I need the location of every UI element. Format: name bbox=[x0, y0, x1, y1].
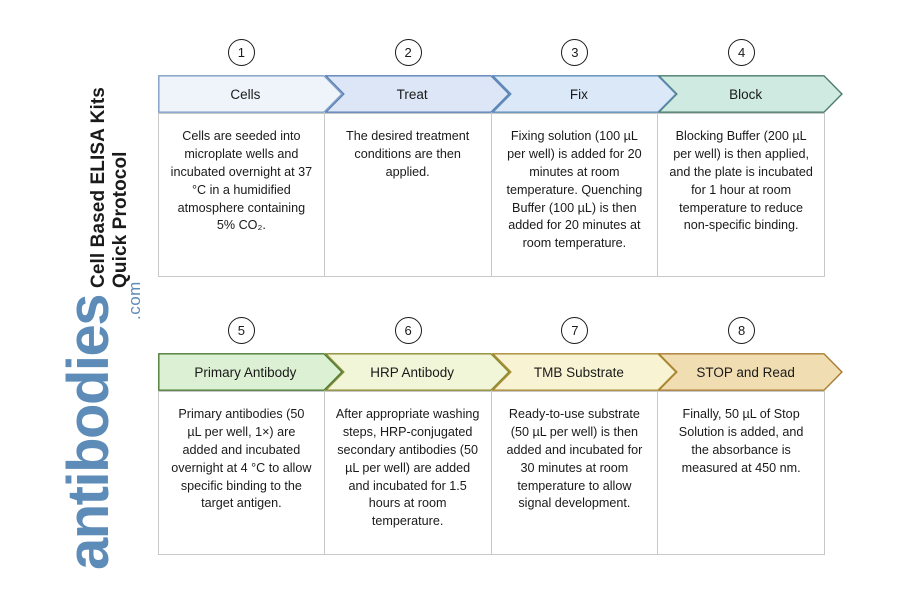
step-label-8: STOP and Read bbox=[696, 364, 795, 380]
chevron-shape bbox=[158, 75, 343, 113]
step-number-badge-5: 5 bbox=[227, 317, 255, 344]
step-number-text: 8 bbox=[738, 323, 746, 338]
step-label-3: Fix bbox=[569, 86, 588, 102]
chevron-shape bbox=[324, 353, 510, 391]
step-number-badge-4: 4 bbox=[728, 39, 756, 66]
step-chevron-5[interactable]: Primary Antibody bbox=[158, 353, 343, 391]
page-title-line-2: Quick Protocol bbox=[110, 151, 131, 288]
step-chevron-2[interactable]: Treat bbox=[324, 75, 510, 113]
step-description-text-2: The desired treatment conditions are the… bbox=[346, 129, 470, 179]
step-number-badge-3: 3 bbox=[561, 39, 589, 66]
step-number-badge-8: 8 bbox=[728, 317, 756, 344]
step-description-panel-3: Fixing solution (100 µL per well) is add… bbox=[491, 113, 659, 277]
step-chevron-7[interactable]: TMB Substrate bbox=[491, 353, 677, 391]
step-description-text-3: Fixing solution (100 µL per well) is add… bbox=[506, 129, 643, 251]
step-description-text-4: Blocking Buffer (200 µL per well) is the… bbox=[669, 129, 813, 233]
chevron-shape bbox=[658, 353, 843, 391]
step-number-text: 3 bbox=[571, 45, 579, 60]
chevron-shape bbox=[491, 75, 677, 113]
step-label-2: Treat bbox=[396, 86, 428, 102]
step-description-text-5: Primary antibodies (50 µL per well, 1×) … bbox=[171, 407, 312, 511]
chevron-shape bbox=[324, 75, 510, 113]
step-number-text: 7 bbox=[571, 323, 579, 338]
step-description-panel-5: Primary antibodies (50 µL per well, 1×) … bbox=[158, 391, 325, 555]
chevron-shape bbox=[158, 353, 343, 391]
step-chevron-4[interactable]: Block bbox=[658, 75, 843, 113]
logo-domain-suffix: .com bbox=[125, 281, 144, 320]
step-description-text-1: Cells are seeded into microplate wells a… bbox=[170, 129, 313, 233]
logo-wordmark: antibodies bbox=[56, 294, 121, 570]
step-chevron-1[interactable]: Cells bbox=[158, 75, 343, 113]
step-label-1: Cells bbox=[230, 86, 261, 102]
description-panels-row-2: Primary antibodies (50 µL per well, 1×) … bbox=[158, 391, 825, 555]
step-description-panel-8: Finally, 50 µL of Stop Solution is added… bbox=[658, 391, 825, 555]
step-description-text-7: Ready-to-use substrate (50 µL per well) … bbox=[506, 407, 643, 511]
step-description-panel-6: After appropriate washing steps, HRP-con… bbox=[324, 391, 492, 555]
step-label-4: Block bbox=[729, 86, 763, 102]
step-number-badge-7: 7 bbox=[561, 317, 589, 344]
step-label-7: TMB Substrate bbox=[533, 364, 624, 380]
step-number-text: 6 bbox=[404, 323, 412, 338]
step-number-text: 2 bbox=[404, 45, 412, 60]
step-number-text: 4 bbox=[738, 45, 746, 60]
step-chevron-6[interactable]: HRP Antibody bbox=[324, 353, 510, 391]
description-panels-row-1: Cells are seeded into microplate wells a… bbox=[158, 113, 825, 277]
step-description-text-8: Finally, 50 µL of Stop Solution is added… bbox=[678, 407, 804, 475]
step-chevron-8[interactable]: STOP and Read bbox=[658, 353, 843, 391]
step-description-panel-7: Ready-to-use substrate (50 µL per well) … bbox=[491, 391, 659, 555]
chevron-shape bbox=[491, 353, 677, 391]
step-number-badge-6: 6 bbox=[394, 317, 422, 344]
step-description-panel-1: Cells are seeded into microplate wells a… bbox=[158, 113, 325, 277]
step-description-panel-2: The desired treatment conditions are the… bbox=[324, 113, 492, 277]
step-label-6: HRP Antibody bbox=[370, 364, 455, 380]
step-number-badge-1: 1 bbox=[227, 39, 255, 66]
step-number-badge-2: 2 bbox=[394, 39, 422, 66]
step-number-text: 5 bbox=[237, 323, 245, 338]
step-description-panel-4: Blocking Buffer (200 µL per well) is the… bbox=[658, 113, 825, 277]
step-chevron-3[interactable]: Fix bbox=[491, 75, 677, 113]
page-title-line-1: Cell Based ELISA Kits bbox=[88, 87, 109, 288]
step-label-5: Primary Antibody bbox=[194, 364, 297, 380]
chevron-shape bbox=[658, 75, 843, 113]
step-number-text: 1 bbox=[237, 45, 245, 60]
step-description-text-6: After appropriate washing steps, HRP-con… bbox=[335, 407, 480, 529]
